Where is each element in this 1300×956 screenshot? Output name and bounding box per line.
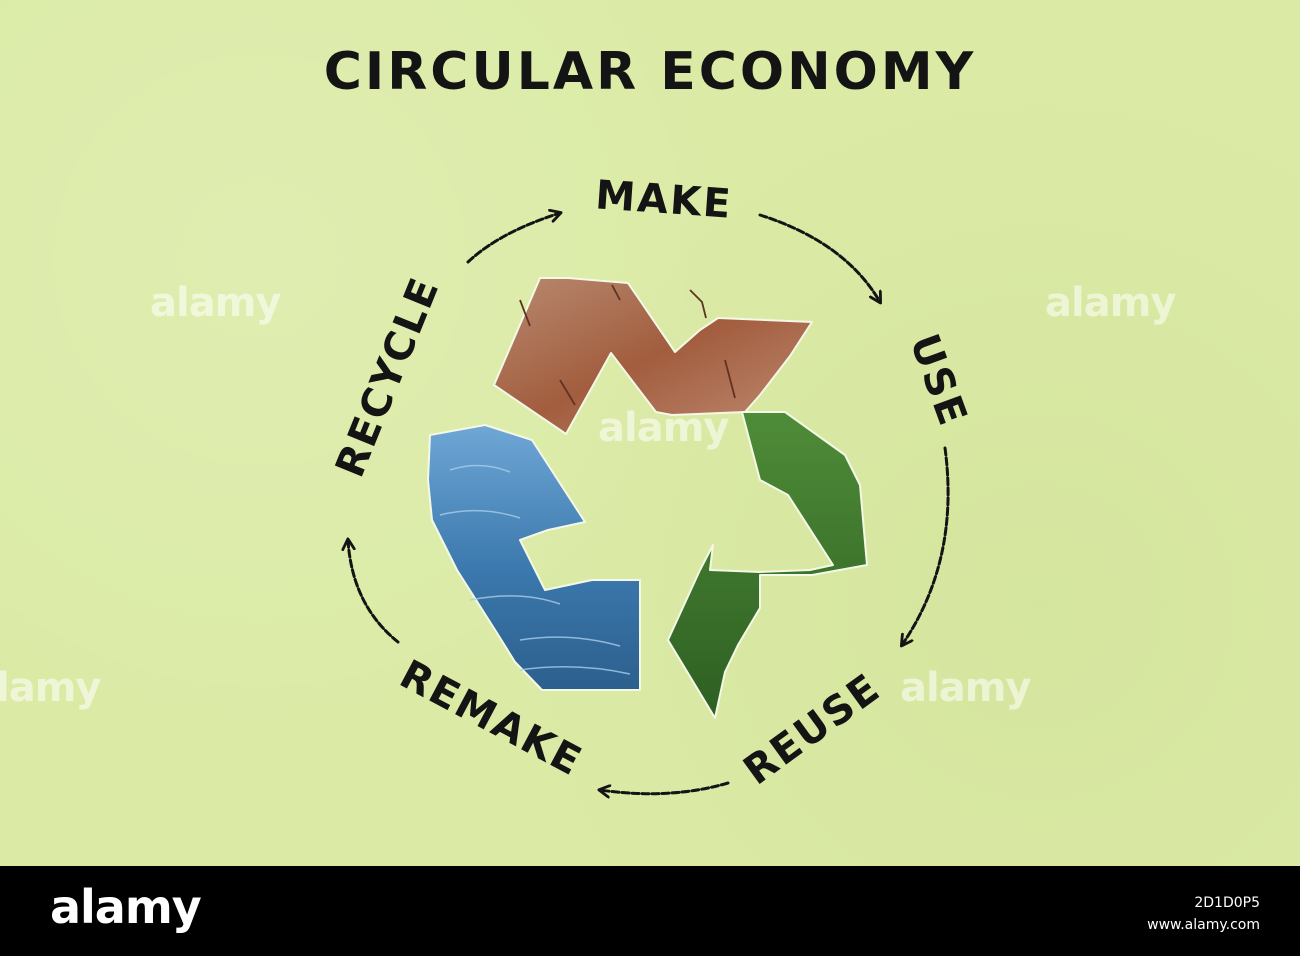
recycle-segment-water: [427, 424, 641, 691]
watermark-lower-right: alamy: [900, 665, 1031, 711]
arrow-reuse-to-remake: [600, 781, 730, 794]
diagram-title: CIRCULAR ECONOMY: [323, 42, 977, 102]
stage-label-make: MAKE: [594, 172, 734, 227]
stage-label-use: USE: [900, 328, 976, 433]
stage-label-reuse: REUSE: [735, 665, 889, 794]
footer-image-info: 2D1D0P5 www.alamy.com: [1147, 892, 1260, 936]
footer-site: www.alamy.com: [1147, 917, 1260, 933]
watermark-lower-left: alamy: [0, 665, 101, 711]
arrow-recycle-to-make: [466, 213, 560, 264]
watermark-left: alamy: [150, 280, 281, 326]
arrow-use-to-reuse: [902, 446, 950, 645]
arrow-remake-to-recycle: [348, 540, 400, 644]
recycle-icon: [427, 277, 868, 719]
recycle-segment-earth: [493, 277, 813, 435]
circular-economy-diagram: MAKE USE REUSE REMAKE RECYCLE: [327, 172, 976, 866]
arrow-make-to-use: [758, 213, 880, 302]
recycle-segment-clover: [667, 411, 868, 719]
diagram-canvas: CIRCULAR ECONOMY alamy alamy alamy alamy…: [0, 0, 1300, 866]
watermark-right: alamy: [1045, 280, 1176, 326]
footer-image-id: 2D1D0P5: [1194, 895, 1260, 911]
footer-logo: alamy: [50, 880, 202, 934]
watermark-footer: alamy 2D1D0P5 www.alamy.com: [0, 866, 1300, 956]
